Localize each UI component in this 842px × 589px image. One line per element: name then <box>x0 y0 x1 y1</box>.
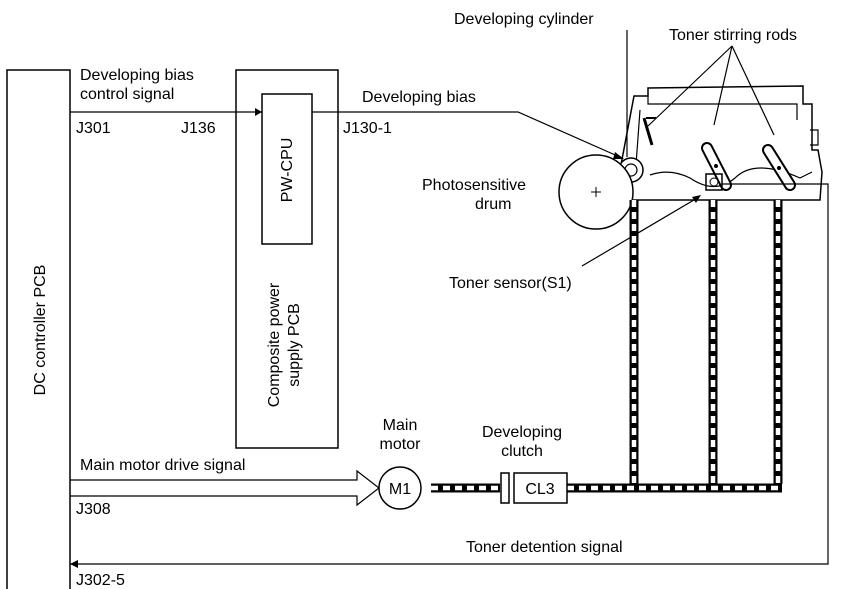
composite-label-line1: Composite power <box>266 282 283 407</box>
toner-sensor-leader <box>581 196 700 267</box>
cl3-label: CL3 <box>525 481 554 498</box>
stirring-rod-leader-3 <box>731 45 775 136</box>
toner-stirring-rods-label: Toner stirring rods <box>669 27 797 44</box>
dc-controller-box <box>6 69 71 589</box>
stirring-rod-leader-1 <box>647 45 733 127</box>
toner-sensor <box>705 173 723 191</box>
pw-cpu-box <box>261 93 313 245</box>
bias-signal-label-line2: control signal <box>80 86 174 103</box>
toner-sensor-label: Toner sensor(S1) <box>449 275 572 292</box>
stirring-rod-3 <box>762 144 796 191</box>
photosensitive-drum <box>558 154 634 230</box>
j308-label: J308 <box>76 501 111 518</box>
j301-label: J301 <box>76 120 111 137</box>
bias-control-arrowhead <box>255 108 262 116</box>
composite-pcb-box <box>235 69 339 449</box>
housing-inner-left <box>635 109 641 166</box>
bias-signal-label-line1: Developing bias <box>80 67 194 84</box>
composite-label-line2: supply PCB <box>286 303 303 387</box>
j130-label: J130-1 <box>343 120 392 137</box>
dc-controller-pcb: DC controller PCB <box>6 69 71 589</box>
developing-bias-line <box>312 111 623 159</box>
main-motor-drive-arrow <box>70 469 380 507</box>
toner-detention-label: Toner detention signal <box>466 539 623 556</box>
main-motor-drive-label: Main motor drive signal <box>80 457 245 474</box>
developing-clutch-label-line1: Developing <box>482 424 562 441</box>
photosensitive-label-line2: drum <box>475 196 511 213</box>
m1-label: M1 <box>389 481 411 498</box>
developing-unit <box>619 85 823 201</box>
developing-cylinder-label: Developing cylinder <box>454 11 594 28</box>
developing-clutch-cl3 <box>500 472 568 504</box>
j136-label: J136 <box>181 120 216 137</box>
housing-right-tab <box>810 129 819 146</box>
main-motor-label-line1: Main <box>383 417 418 434</box>
photosensitive-label-line1: Photosensitive <box>422 177 526 194</box>
toner-detention-signal-line <box>70 183 829 565</box>
j302-label: J302-5 <box>76 572 125 589</box>
dc-controller-label: DC controller PCB <box>32 265 49 396</box>
developing-bias-label: Developing bias <box>362 89 476 106</box>
housing-toner-trough <box>649 167 813 188</box>
main-motor-label-line2: motor <box>380 436 422 453</box>
toner-detention-arrowhead <box>70 560 78 568</box>
pw-cpu-label: PW-CPU <box>279 138 296 203</box>
stirring-rod-1 <box>642 117 656 146</box>
toner-sensor-arrowhead <box>692 195 701 203</box>
composite-power-supply-pcb: PW-CPU Composite power supply PCB <box>235 69 339 449</box>
stirring-rod-leader-2 <box>713 45 733 126</box>
developing-bias-arrowhead <box>613 152 624 159</box>
toner-sensor-lens <box>709 177 719 187</box>
developing-clutch-label-line2: clutch <box>501 443 543 460</box>
drive-shafts <box>431 200 783 493</box>
housing-inner-top <box>647 96 798 120</box>
stirring-rod-2 <box>701 142 732 191</box>
